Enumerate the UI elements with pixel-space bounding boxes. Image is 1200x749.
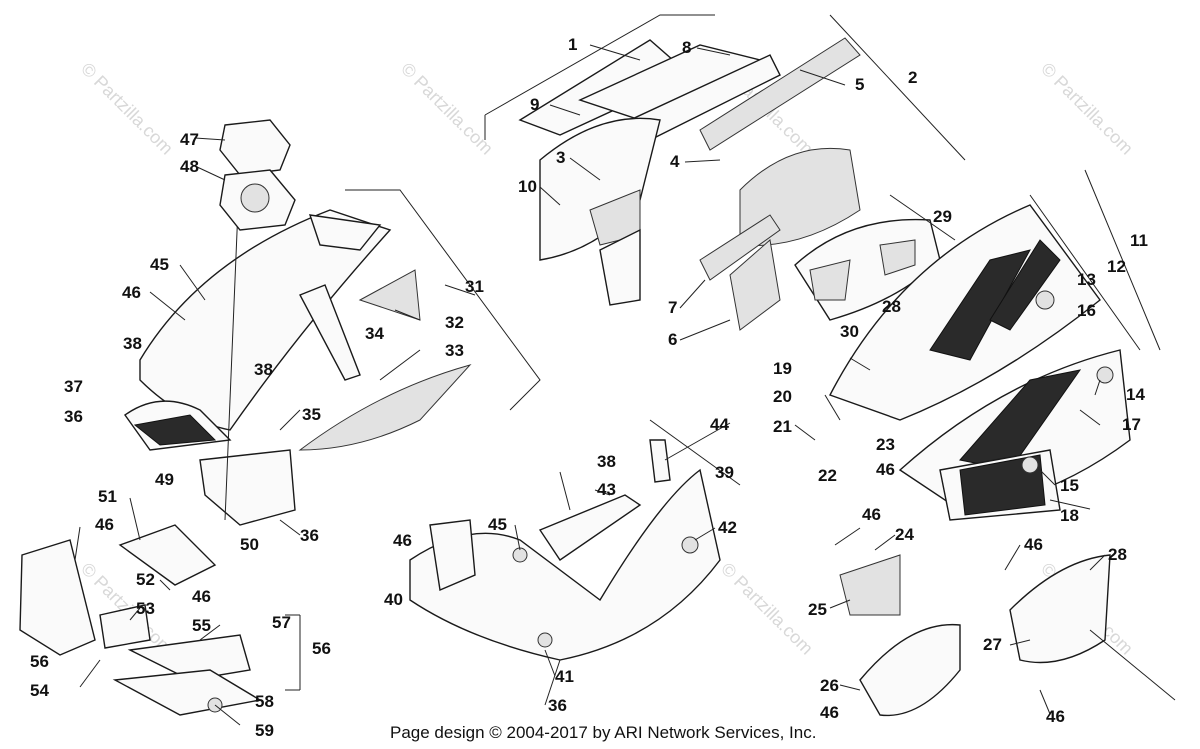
callout-4: 4 (670, 152, 680, 171)
callout-10: 10 (518, 177, 537, 196)
callout-labels: 1 2 3 4 5 6 7 8 9 10 11 12 13 14 15 16 1… (30, 35, 1148, 740)
callout-56a: 56 (30, 652, 49, 671)
leader-lines (74, 44, 1106, 726)
callout-14: 14 (1126, 385, 1145, 404)
callout-46g: 46 (820, 703, 839, 722)
callout-36a: 36 (64, 407, 83, 426)
callout-28: 28 (1108, 545, 1127, 564)
callout-53: 53 (136, 599, 155, 618)
copyright-footer: Page design © 2004-2017 by ARI Network S… (390, 723, 816, 742)
callout-13: 13 (1077, 270, 1096, 289)
callout-46b: 46 (95, 515, 114, 534)
gasket-47-48 (219, 119, 296, 231)
callout-38c: 38 (597, 452, 616, 471)
callout-34: 34 (365, 324, 384, 343)
callout-46a: 46 (122, 283, 141, 302)
side-panel-29 (794, 194, 956, 321)
watermark: © Partzilla.com (397, 59, 497, 159)
callout-57: 57 (272, 613, 291, 632)
callout-27: 27 (983, 635, 1002, 654)
callout-45a: 45 (150, 255, 169, 274)
callout-48: 48 (180, 157, 199, 176)
callout-46i: 46 (1046, 707, 1065, 726)
callout-5: 5 (855, 75, 864, 94)
callout-11: 11 (1130, 231, 1148, 250)
callout-19: 19 (773, 359, 792, 378)
callout-1: 1 (568, 35, 577, 54)
callout-41: 41 (555, 667, 574, 686)
callout-38b: 38 (254, 360, 273, 379)
watermark: © Partzilla.com (1037, 59, 1137, 159)
watermark: © Partzilla.com (77, 59, 177, 159)
callout-46f: 46 (862, 505, 881, 524)
callout-18: 18 (1060, 506, 1079, 525)
callout-42: 42 (718, 518, 737, 537)
callout-46h: 46 (1024, 535, 1043, 554)
callout-17: 17 (1122, 415, 1141, 434)
callout-35: 35 (302, 405, 321, 424)
callout-26: 26 (820, 676, 839, 695)
callout-23: 23 (876, 435, 895, 454)
lower-right-parts (839, 554, 1176, 717)
callout-2: 2 (908, 68, 917, 87)
callout-56b: 56 (312, 639, 331, 658)
callout-21: 21 (773, 417, 792, 436)
callout-46e: 46 (876, 460, 895, 479)
callout-29: 29 (933, 207, 952, 226)
callout-39: 39 (715, 463, 734, 482)
callout-38a: 38 (123, 334, 142, 353)
callout-6: 6 (668, 330, 677, 349)
callout-7: 7 (668, 298, 677, 317)
callout-24: 24 (895, 525, 914, 544)
callout-15: 15 (1060, 476, 1079, 495)
callout-20: 20 (773, 387, 792, 406)
callout-40: 40 (384, 590, 403, 609)
callout-43: 43 (597, 480, 616, 499)
callout-32: 32 (445, 313, 464, 332)
callout-59: 59 (255, 721, 274, 740)
callout-9: 9 (530, 95, 539, 114)
callout-36c: 36 (548, 696, 567, 715)
callout-52: 52 (136, 570, 155, 589)
callout-37: 37 (64, 377, 83, 396)
callout-51: 51 (98, 487, 117, 506)
callout-33: 33 (445, 341, 464, 360)
callout-49: 49 (155, 470, 174, 489)
callout-46c: 46 (192, 587, 211, 606)
callout-55: 55 (192, 616, 211, 635)
callout-44: 44 (710, 415, 729, 434)
callout-28b: 28 (882, 297, 901, 316)
callout-12: 12 (1107, 257, 1126, 276)
side-panel-assembly (829, 169, 1161, 521)
hood-assembly (124, 159, 541, 526)
belly-pan (409, 419, 741, 661)
callout-16: 16 (1077, 301, 1096, 320)
lower-left-parts (19, 524, 301, 716)
callout-25: 25 (808, 600, 827, 619)
callout-31: 31 (465, 277, 484, 296)
callout-54: 54 (30, 681, 49, 700)
callout-47: 47 (180, 130, 199, 149)
watermark: © Partzilla.com (717, 559, 817, 659)
callout-36b: 36 (300, 526, 319, 545)
callout-45b: 45 (488, 515, 507, 534)
callout-3: 3 (556, 148, 565, 167)
callout-58: 58 (255, 692, 274, 711)
windshield-assembly (484, 14, 966, 331)
callout-50: 50 (240, 535, 259, 554)
callout-8: 8 (682, 38, 691, 57)
callout-30: 30 (840, 322, 859, 341)
callout-22: 22 (818, 466, 837, 485)
callout-46d: 46 (393, 531, 412, 550)
